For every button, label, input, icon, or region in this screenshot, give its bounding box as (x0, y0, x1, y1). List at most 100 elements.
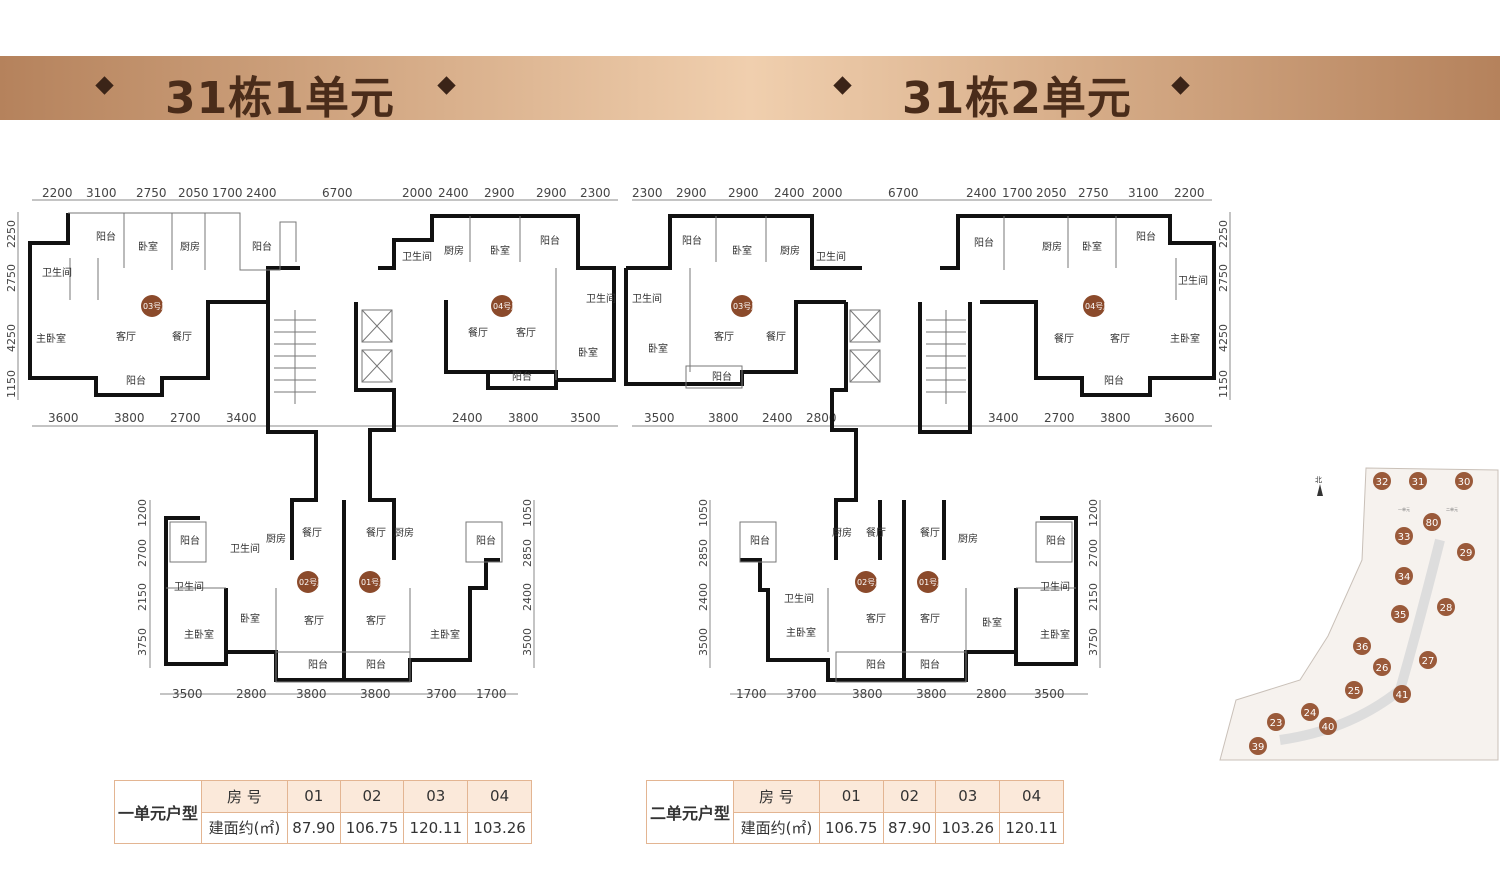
room-label: 卫生间 (586, 292, 616, 305)
dim-label: 3800 (916, 687, 947, 701)
area-header: 建面约(㎡) (733, 811, 820, 844)
room-label: 阳台 (366, 658, 386, 671)
room-label: 主卧室 (1040, 628, 1070, 641)
dim-label: 1700 (1002, 186, 1033, 200)
site-building-marker: 25 (1345, 681, 1363, 699)
dim-label: 6700 (322, 186, 353, 200)
site-building-dot (1455, 472, 1473, 490)
room-label: 餐厅 (920, 526, 940, 539)
unit1-room-labels: 阳台 卧室 厨房 阳台 卫生间 主卧室 客厅 餐厅 阳台 卫生间 厨房 卧室 阳… (36, 230, 616, 671)
site-building-marker: 80 (1423, 513, 1441, 531)
area-value: 87.90 (882, 811, 937, 844)
room-label: 客厅 (866, 612, 886, 625)
dim-label: 1150 (5, 370, 18, 398)
area-value: 106.75 (339, 811, 405, 844)
unit-badge-01: 01号房 (359, 571, 387, 593)
room-label: 卧室 (982, 616, 1002, 629)
site-building-marker: 30 (1455, 472, 1473, 490)
site-building-marker: 31 (1409, 472, 1427, 490)
dim-label: 2900 (728, 186, 759, 200)
dim-label: 4250 (1217, 324, 1230, 352)
dim-label: 2400 (774, 186, 805, 200)
room-label: 阳台 (126, 374, 146, 387)
dim-label: 1200 (1087, 499, 1100, 527)
dim-label: 2400 (246, 186, 277, 200)
room-label: 阳台 (512, 370, 532, 383)
room-label: 厨房 (394, 526, 414, 539)
dim-label: 2800 (976, 687, 1007, 701)
unit-badge-03: 03号房 (141, 295, 169, 317)
dim-label: 3800 (360, 687, 391, 701)
site-building-number: 32 (1376, 477, 1389, 488)
dim-label: 2400 (438, 186, 469, 200)
area-value: 103.26 (935, 811, 1001, 844)
north-arrow-icon: 北 (1315, 476, 1323, 496)
dim-label: 3400 (988, 411, 1019, 425)
unit2-area-table: 二单元户型 房 号 01 02 03 04 建面约(㎡) 106.75 87.9… (646, 780, 1064, 844)
dim-label: 2050 (178, 186, 209, 200)
dim-label: 4250 (5, 324, 18, 352)
unit-badge-04: 04号房 (491, 295, 519, 317)
unit-badge-label: 03号房 (143, 301, 169, 311)
dim-u2-bot: 1700 3700 3800 3800 2800 3500 (736, 687, 1065, 701)
room-label: 客厅 (1110, 332, 1130, 345)
room-label: 卫生间 (816, 250, 846, 263)
room-label: 餐厅 (468, 326, 488, 339)
north-label: 北 (1315, 476, 1322, 484)
room-label: 餐厅 (766, 330, 786, 343)
room-label: 客厅 (714, 330, 734, 343)
dim-label: 3800 (508, 411, 539, 425)
room-label: 阳台 (96, 230, 116, 243)
site-building-number: 35 (1394, 610, 1407, 621)
dim-label: 1700 (212, 186, 243, 200)
dim-label: 1200 (136, 499, 149, 527)
unit1-walls (28, 212, 616, 683)
room-label: 餐厅 (366, 526, 386, 539)
unit2-walls (624, 214, 1216, 683)
dim-label: 6700 (888, 186, 919, 200)
dim-label: 3100 (1128, 186, 1159, 200)
dim-label: 3700 (426, 687, 457, 701)
room-label: 客厅 (116, 330, 136, 343)
site-building-number: 31 (1412, 477, 1425, 488)
room-label: 阳台 (252, 240, 272, 253)
site-building-dot (1423, 513, 1441, 531)
area-value: 120.11 (403, 811, 469, 844)
dim-label: 2700 (170, 411, 201, 425)
room-no: 04 (999, 780, 1064, 813)
room-label: 卫生间 (632, 292, 662, 305)
dim-label: 2850 (521, 539, 534, 567)
unit-badge-label: 03号房 (733, 301, 759, 311)
dim-label: 2250 (5, 220, 18, 248)
room-label: 阳台 (920, 658, 940, 671)
site-building-dot (1419, 651, 1437, 669)
dim-label: 2400 (697, 583, 710, 611)
room-label: 客厅 (920, 612, 940, 625)
dim-label: 3600 (1164, 411, 1195, 425)
dim-label: 2300 (632, 186, 663, 200)
room-no: 01 (286, 780, 341, 813)
site-building-dot (1373, 658, 1391, 676)
unit-type-label: 二单元户型 (646, 780, 734, 844)
dim-label: 2900 (676, 186, 707, 200)
room-label: 主卧室 (1170, 332, 1200, 345)
site-building-marker: 27 (1419, 651, 1437, 669)
unit-badge-label: 04号房 (1085, 301, 1111, 311)
unit1-area-table: 一单元户型 房 号 01 02 03 04 建面约(㎡) 87.90 106.7… (114, 780, 532, 844)
site-legend: 一单元 (1398, 506, 1410, 512)
dim-label: 3700 (786, 687, 817, 701)
room-label: 卫生间 (42, 266, 72, 279)
dim-label: 2000 (402, 186, 433, 200)
site-building-number: 33 (1398, 532, 1411, 543)
unit-badge-01: 01号房 (917, 571, 945, 593)
site-building-marker: 36 (1353, 637, 1371, 655)
site-building-number: 36 (1356, 642, 1369, 653)
dim-label: 2750 (5, 264, 18, 292)
area-value: 120.11 (999, 811, 1064, 844)
dim-label: 3600 (48, 411, 79, 425)
area-value: 106.75 (818, 811, 884, 844)
unit-badge-02: 02号房 (855, 571, 883, 593)
dim-label: 3800 (1100, 411, 1131, 425)
